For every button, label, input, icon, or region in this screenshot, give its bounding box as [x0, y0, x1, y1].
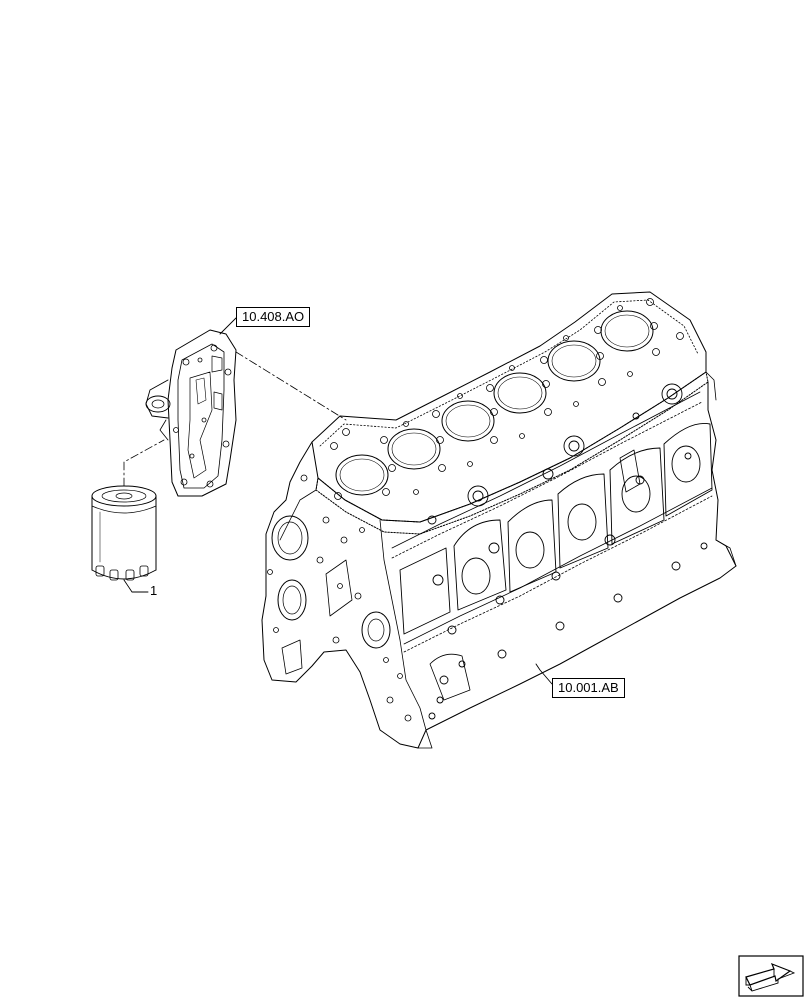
- callout-number-oil-filter: 1: [150, 583, 158, 598]
- oil-filter-head-illustration: [145, 329, 237, 497]
- engine-block-illustration: [261, 291, 737, 749]
- arrow-next-page-icon[interactable]: [738, 955, 804, 997]
- oil-filter-illustration: [91, 485, 157, 581]
- leader-lines: [123, 317, 553, 685]
- deck-bolt-holes: [330, 298, 684, 500]
- assembly-lines: [123, 351, 347, 487]
- cylinder-bores: [335, 310, 654, 496]
- front-face-holes: [267, 474, 412, 722]
- reference-box-engine-block[interactable]: 10.001.AB: [552, 678, 625, 698]
- side-bosses: [427, 383, 708, 720]
- reference-box-oil-filter-head[interactable]: 10.408.AO: [236, 307, 311, 327]
- crankcase-windows: [399, 422, 713, 635]
